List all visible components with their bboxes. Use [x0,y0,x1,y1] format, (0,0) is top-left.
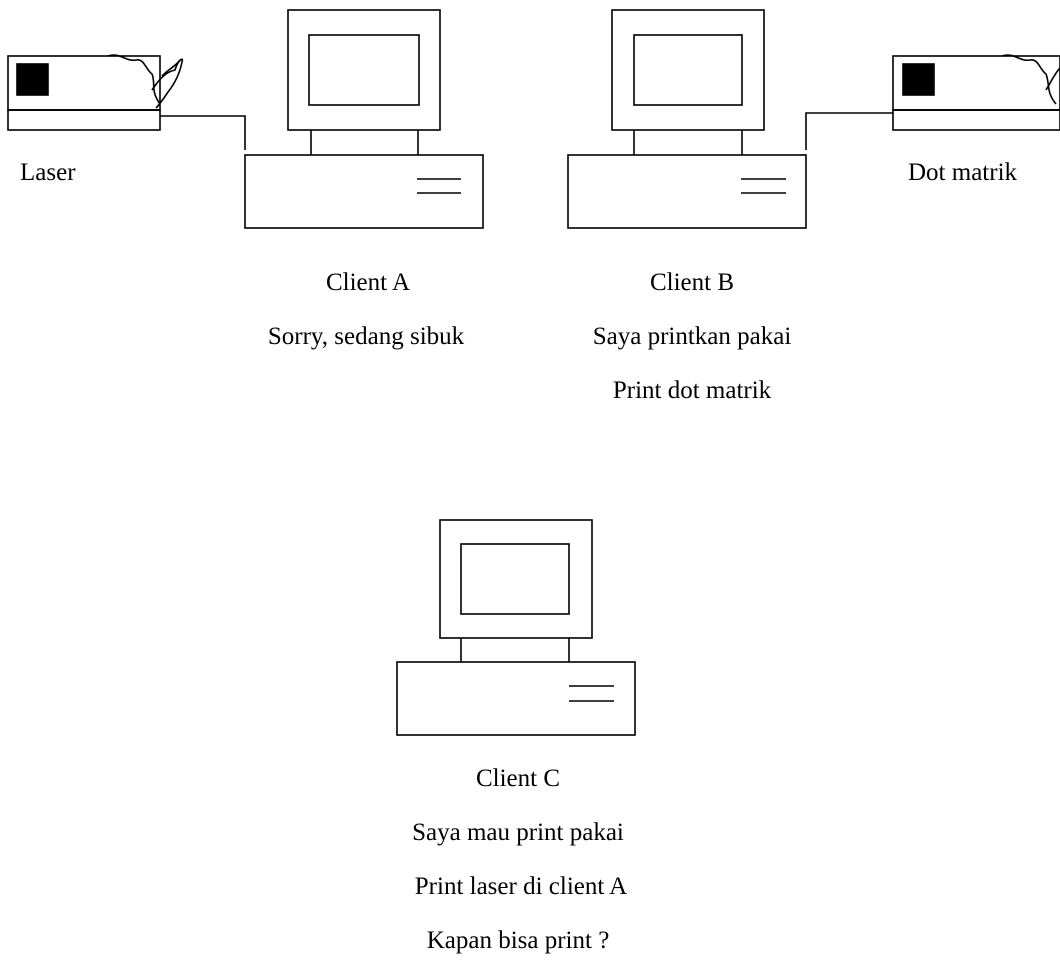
client-c-message-line-1: Saya mau print pakai [412,819,624,846]
client-c-computer-icon [396,519,636,736]
laser-cable [160,115,246,150]
dot-matrix-cable [805,112,893,150]
client-c-name: Client C [475,765,561,792]
client-b-name: Client B [649,269,735,296]
client-a-computer-icon [244,9,484,229]
dot-matrix-printer-icon [892,54,1060,131]
client-a-message-line-1: Sorry, sedang sibuk [267,323,465,350]
laser-printer-label: Laser [20,159,76,186]
client-c-message-line-3: Kapan bisa print ? [426,927,610,954]
client-b-message-line-1: Saya printkan pakai [592,323,792,350]
client-b-message-line-2: Print dot matrik [612,377,772,404]
client-c-message-line-2: Print laser di client A [414,873,628,900]
laser-printer-icon [7,54,184,131]
dot-matrix-printer-label: Dot matrik [908,159,1018,186]
client-a-name: Client A [325,269,411,296]
client-b-computer-icon [567,9,807,229]
